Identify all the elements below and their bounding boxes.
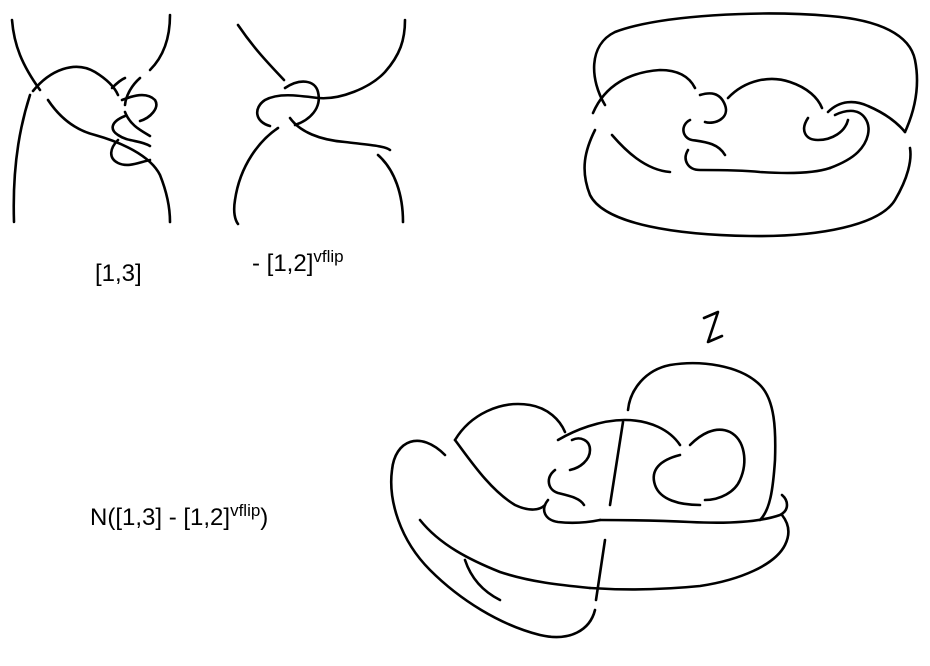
label-knot-sum: N([1,3] - [1,2]vflip) bbox=[90, 502, 269, 531]
label-superscript: vflip bbox=[230, 500, 261, 520]
knot-top-right bbox=[583, 12, 919, 238]
tangle-1-3 bbox=[10, 13, 172, 224]
equivalence-squiggle bbox=[702, 310, 724, 344]
label-superscript: vflip bbox=[313, 246, 344, 266]
label-tangle-1-3: [1,3] bbox=[95, 262, 142, 286]
tangle-1-2-vflip bbox=[232, 18, 407, 226]
label-text: [1,3] bbox=[95, 260, 142, 287]
label-tangle-1-2-vflip: - [1,2]vflip bbox=[252, 248, 344, 277]
label-text: N([1,3] - [1,2] bbox=[90, 504, 231, 531]
knot-bottom bbox=[390, 361, 790, 639]
label-text: - [1,2] bbox=[252, 250, 314, 277]
label-suffix: ) bbox=[260, 504, 269, 531]
